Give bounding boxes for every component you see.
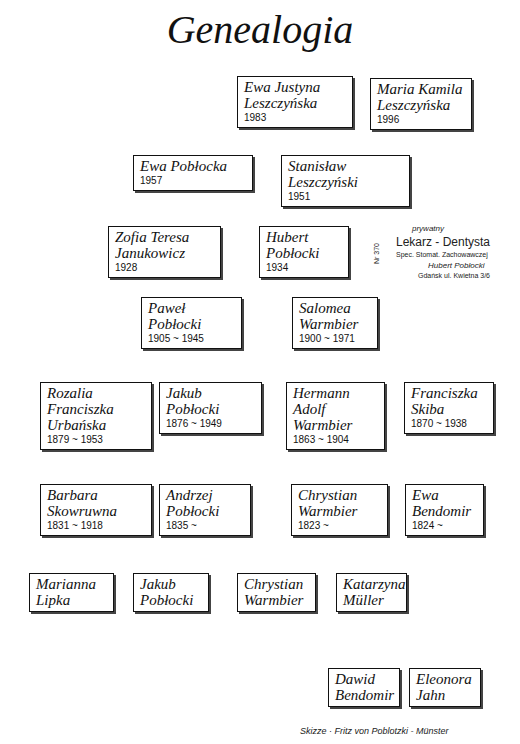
person-box: Dawid Bendomir	[328, 668, 400, 707]
person-box: Jakub Pobłocki	[133, 573, 209, 612]
person-name: Katarzyna Müller	[343, 576, 400, 608]
person-box: Katarzyna Müller	[336, 573, 407, 612]
person-box: Eleonora Jahn	[409, 668, 481, 707]
person-box: Salomea Warmbier1900 ~ 1971	[292, 297, 378, 349]
stamp-text: Hubert Pobłocki	[428, 261, 484, 270]
person-name: Ewa Bendomir	[412, 487, 477, 519]
person-box: Ewa Justyna Leszczyńska1983	[237, 76, 353, 128]
person-name: Rozalia Franciszka Urbańska	[47, 385, 145, 433]
person-name: Hermann Adolf Warmbier	[293, 385, 378, 433]
stamp-text: Gdańsk ul. Kwietna 3/6	[418, 272, 490, 279]
life-years: 1934	[266, 262, 342, 274]
person-name: Jakub Pobłocki	[166, 385, 255, 417]
person-box: Stanisław Leszczyński1951	[281, 155, 410, 207]
person-box: Maria Kamila Leszczyńska1996	[370, 78, 472, 130]
person-box: Chrystian Warmbier	[237, 573, 316, 612]
life-years: 1900 ~ 1971	[299, 333, 371, 345]
person-name: Hubert Pobłocki	[266, 229, 342, 261]
life-years: 1876 ~ 1949	[166, 418, 255, 430]
person-box: Ewa Pobłocka1957	[133, 155, 253, 191]
stamp-text: prywatny	[412, 224, 444, 233]
life-years: 1928	[115, 262, 214, 274]
person-box: Jakub Pobłocki1876 ~ 1949	[159, 382, 262, 434]
life-years: 1831 ~ 1918	[47, 520, 145, 532]
person-box: Chrystian Warmbier1823 ~	[291, 484, 388, 536]
life-years: 1824 ~	[412, 520, 477, 532]
life-years: 1863 ~ 1904	[293, 434, 378, 446]
person-name: Barbara Skowruwna	[47, 487, 145, 519]
person-name: Salomea Warmbier	[299, 300, 371, 332]
life-years: 1951	[288, 191, 403, 203]
person-name: Andrzej Pobłocki	[166, 487, 244, 519]
person-name: Marianna Lipka	[36, 576, 107, 608]
life-years: 1957	[140, 175, 246, 187]
stamp-text: Nr 370	[373, 243, 380, 264]
life-years: 1879 ~ 1953	[47, 434, 145, 446]
person-box: Marianna Lipka	[29, 573, 114, 612]
person-box: Paweł Pobłocki1905 ~ 1945	[141, 297, 242, 349]
life-years: 1983	[244, 112, 346, 124]
life-years: 1823 ~	[298, 520, 381, 532]
person-name: Zofia Teresa Janukowicz	[115, 229, 214, 261]
person-box: Andrzej Pobłocki1835 ~	[159, 484, 251, 536]
person-box: Zofia Teresa Janukowicz1928	[108, 226, 221, 278]
person-box: Barbara Skowruwna1831 ~ 1918	[40, 484, 152, 536]
person-name: Franciszka Skiba	[411, 385, 487, 417]
person-name: Ewa Pobłocka	[140, 158, 246, 174]
life-years: 1905 ~ 1945	[148, 333, 235, 345]
life-years: 1996	[377, 114, 465, 126]
person-name: Dawid Bendomir	[335, 671, 393, 703]
person-box: Rozalia Franciszka Urbańska1879 ~ 1953	[40, 382, 152, 450]
life-years: 1870 ~ 1938	[411, 418, 487, 430]
person-name: Eleonora Jahn	[416, 671, 474, 703]
person-name: Chrystian Warmbier	[244, 576, 309, 608]
person-name: Paweł Pobłocki	[148, 300, 235, 332]
person-box: Hubert Pobłocki1934	[259, 226, 349, 278]
person-box: Ewa Bendomir1824 ~	[405, 484, 484, 536]
sketch-credit: Skizze · Fritz von Poblotzki - Münster	[300, 726, 449, 736]
life-years: 1835 ~	[166, 520, 244, 532]
person-name: Ewa Justyna Leszczyńska	[244, 79, 346, 111]
person-box: Franciszka Skiba1870 ~ 1938	[404, 382, 494, 434]
person-name: Stanisław Leszczyński	[288, 158, 403, 190]
person-name: Jakub Pobłocki	[140, 576, 202, 608]
stamp-text: Lekarz - Dentysta	[396, 235, 490, 249]
person-name: Maria Kamila Leszczyńska	[377, 81, 465, 113]
title: Genealogia	[0, 6, 520, 53]
stamp-text: Spec. Stomat. Zachowawczej	[396, 251, 488, 258]
person-name: Chrystian Warmbier	[298, 487, 381, 519]
person-box: Hermann Adolf Warmbier1863 ~ 1904	[286, 382, 385, 450]
